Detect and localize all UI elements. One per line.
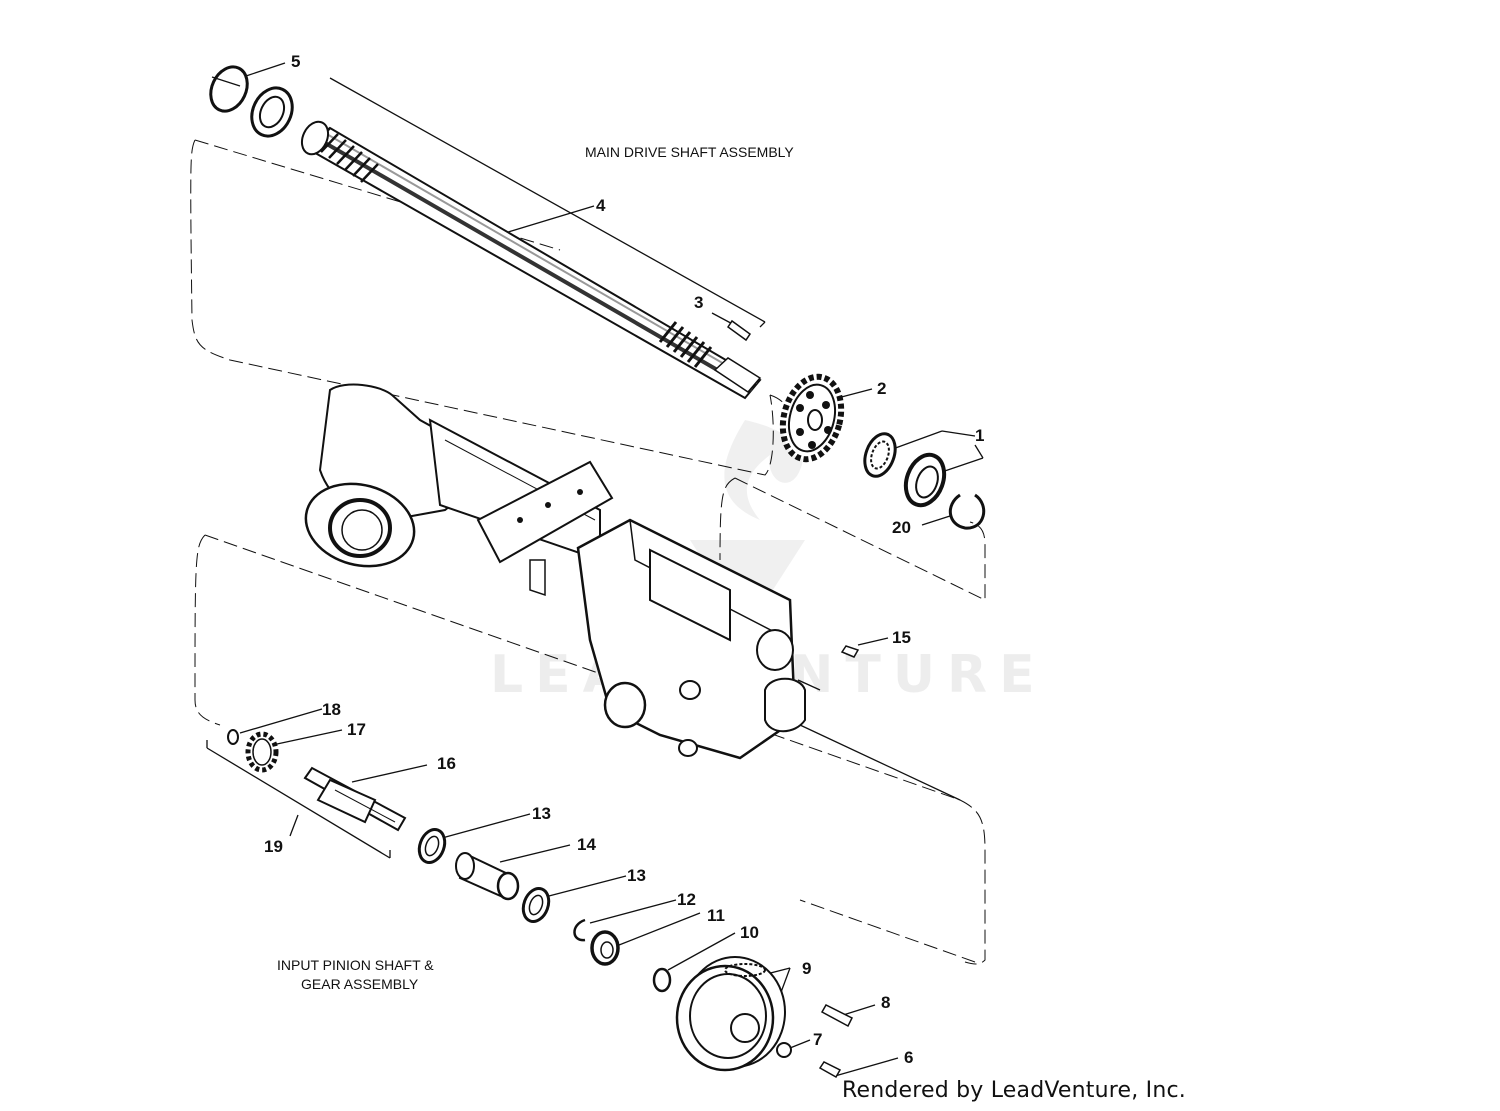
callout-5: 5 — [291, 52, 300, 71]
bearing-part-11 — [590, 930, 620, 966]
set-screw-part-15 — [840, 645, 860, 658]
callout-4: 4 — [596, 196, 606, 215]
callout-8: 8 — [881, 993, 890, 1012]
callout-9: 9 — [802, 959, 811, 978]
main-drive-shaft-part-4 — [300, 120, 762, 400]
callout-7: 7 — [813, 1030, 822, 1049]
callout-11: 11 — [707, 906, 725, 925]
callout-16: 16 — [437, 754, 456, 773]
spur-gear-part-2 — [779, 373, 845, 463]
seal-ring — [250, 86, 294, 138]
washer-part-7 — [776, 1042, 792, 1058]
callout-19: 19 — [264, 837, 283, 856]
callout-13-lower: 13 — [627, 866, 646, 885]
retaining-ring-part-12 — [573, 918, 586, 942]
callout-13-upper: 13 — [532, 804, 551, 823]
pinion-caption-line-2: GEAR ASSEMBLY — [301, 976, 419, 992]
pinion-gear-part-17 — [245, 731, 279, 773]
render-credit: Rendered by LeadVenture, Inc. — [842, 1078, 1186, 1103]
retaining-ring-part-18 — [227, 729, 239, 745]
callout-18: 18 — [322, 700, 341, 719]
callout-20: 20 — [892, 518, 911, 537]
callout-15: 15 — [892, 628, 911, 647]
callout-2: 2 — [877, 379, 886, 398]
bushing-part-14 — [455, 852, 520, 901]
callout-numbers: 5 4 3 2 1 20 15 18 17 16 19 13 14 13 12 … — [264, 52, 984, 1067]
pin-part-3 — [726, 319, 752, 342]
callout-10: 10 — [740, 923, 759, 942]
pinion-shaft-part-16 — [303, 766, 407, 832]
bearing-part-1 — [863, 432, 947, 508]
callout-14: 14 — [577, 835, 596, 854]
callout-12: 12 — [677, 890, 696, 909]
bearing-outline — [719, 477, 736, 561]
bolt-part-6 — [818, 1061, 842, 1079]
upper-housing-outline — [190, 139, 774, 476]
o-ring-part-5 — [209, 65, 249, 113]
thrust-washer-part-13a — [417, 828, 447, 864]
main-shaft-caption: MAIN DRIVE SHAFT ASSEMBLY — [585, 144, 794, 160]
callout-17: 17 — [347, 720, 366, 739]
snap-ring-part-20 — [949, 493, 986, 530]
transmission-housing — [304, 383, 806, 760]
washer-part-10 — [652, 967, 672, 993]
callout-6: 6 — [904, 1048, 913, 1067]
worm-gear-threads — [658, 321, 713, 368]
callout-3: 3 — [694, 293, 703, 312]
group-outlines — [190, 139, 986, 965]
pulley-part-9 — [675, 956, 786, 1072]
callout-1: 1 — [975, 426, 984, 445]
lower-housing-outline — [194, 534, 221, 726]
key-part-8 — [820, 1004, 854, 1028]
thrust-washer-part-13b — [521, 887, 551, 923]
pinion-caption-line-1: INPUT PINION SHAFT & — [277, 957, 434, 973]
